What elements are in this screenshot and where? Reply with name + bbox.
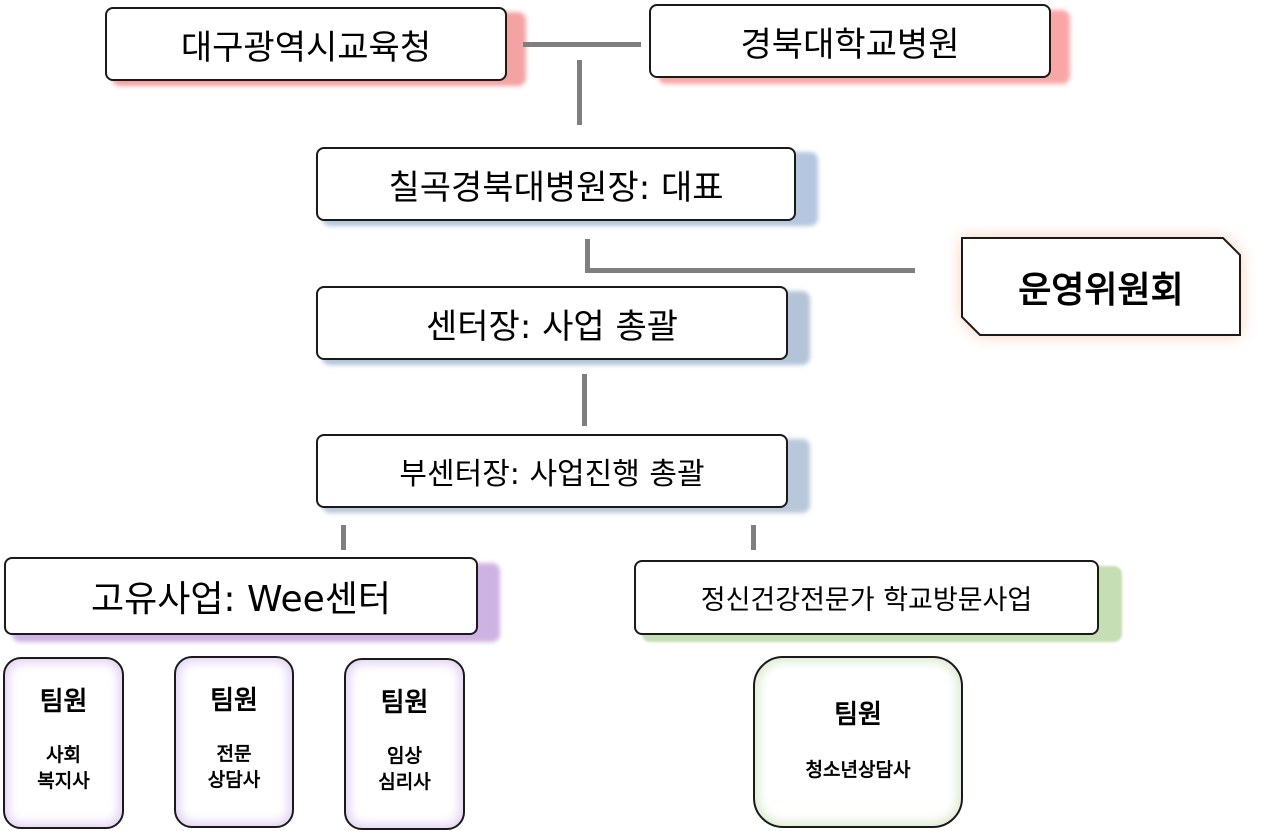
center-director-box: 센터장: 사업 총괄 — [316, 286, 788, 360]
wee-center-label: 고유사업: Wee센터 — [90, 579, 392, 620]
steering-committee-shape — [961, 237, 1241, 336]
school-visit-program-box: 정신건강전문가 학교방문사업 — [634, 560, 1099, 635]
deputy-director-label: 부센터장: 사업진행 총괄 — [399, 457, 705, 492]
representative-box: 칠곡경북대병원장: 대표 — [316, 147, 796, 221]
team-member-youth-counselor: 팀원 청소년상담사 — [753, 656, 963, 828]
team-member-psychologist: 팀원 임상 심리사 — [344, 658, 465, 830]
connector-center-deputy — [582, 374, 587, 426]
wee-center-box: 고유사업: Wee센터 — [4, 557, 478, 635]
team-member-role: 청소년상담사 — [805, 759, 911, 781]
school-visit-program-label: 정신건강전문가 학교방문사업 — [700, 585, 1033, 616]
team-member-title: 팀원 — [380, 688, 429, 718]
connector-deputy-school — [751, 525, 756, 550]
connector-deputy-wee — [341, 525, 346, 550]
center-director-label: 센터장: 사업 총괄 — [425, 306, 679, 347]
team-member-role: 임상 심리사 — [378, 745, 431, 793]
team-member-role: 사회 복지사 — [37, 744, 90, 792]
daegu-education-office-label: 대구광역시교육청 — [180, 27, 432, 68]
knu-hospital-label: 경북대학교병원 — [740, 24, 960, 65]
connector-committee-vertical — [585, 239, 590, 272]
connector-top-vertical — [577, 60, 582, 125]
team-member-title: 팀원 — [210, 686, 258, 716]
team-member-title: 팀원 — [834, 700, 882, 730]
steering-committee-label: 운영위원회 — [1018, 269, 1184, 311]
daegu-education-office-box: 대구광역시교육청 — [105, 7, 507, 81]
team-member-title: 팀원 — [39, 687, 88, 717]
team-member-role: 전문 상담사 — [207, 743, 261, 791]
connector-top-horizontal — [523, 42, 641, 47]
knu-hospital-box: 경북대학교병원 — [649, 4, 1051, 78]
team-member-counselor: 팀원 전문 상담사 — [174, 656, 294, 828]
team-member-social-worker: 팀원 사회 복지사 — [3, 657, 124, 829]
representative-label: 칠곡경북대병원장: 대표 — [388, 167, 724, 208]
deputy-director-box: 부센터장: 사업진행 총괄 — [316, 434, 788, 508]
connector-committee-horizontal — [585, 268, 915, 273]
